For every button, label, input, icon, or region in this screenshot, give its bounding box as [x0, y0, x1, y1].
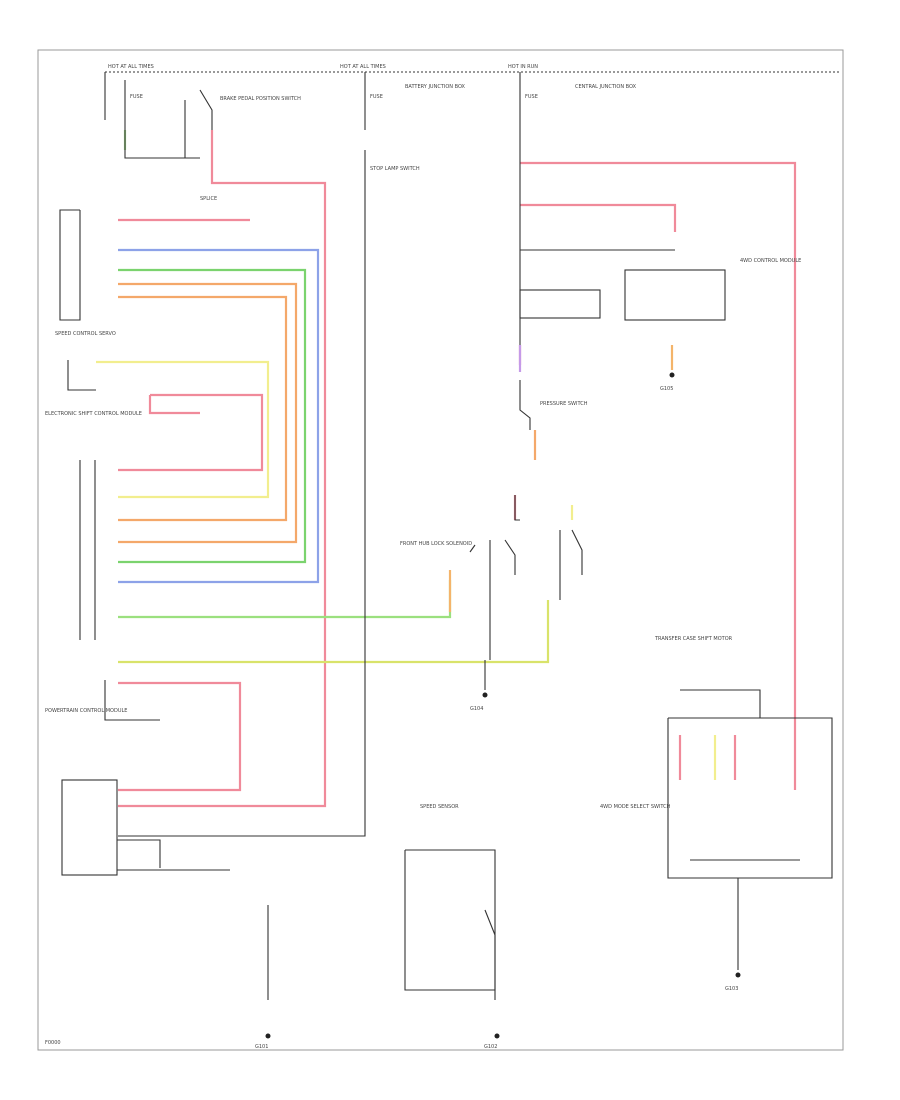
- ground-label-g101: G101: [255, 1044, 268, 1050]
- wire-blue: [118, 248, 320, 584]
- black-wire-group: [59, 71, 840, 1000]
- ground-symbol: [669, 372, 675, 378]
- wire-pink-1: [118, 130, 327, 808]
- electronic-shift-control-label: ELECTRONIC SHIFT CONTROL MODULE: [45, 411, 142, 417]
- speed-control-servo-label: SPEED CONTROL SERVO: [55, 331, 116, 337]
- pressure-switch-label: PRESSURE SWITCH: [540, 401, 588, 407]
- ground-symbol: [494, 1033, 500, 1039]
- 4wd-module-label: 4WD CONTROL MODULE: [740, 258, 801, 264]
- battery-junction-box-label: BATTERY JUNCTION BOX: [405, 84, 466, 90]
- wire-green-1: [118, 268, 307, 564]
- wire-group: [96, 130, 797, 808]
- wire-pink-3: [520, 161, 797, 790]
- pcm-label: POWERTRAIN CONTROL MODULE: [45, 708, 127, 714]
- wire-pink-6: [118, 393, 264, 472]
- wire-pink-7: [118, 681, 242, 792]
- ground-label-g104: G104: [470, 706, 483, 712]
- front-hub-lock-label: FRONT HUB LOCK SOLENOID: [400, 541, 472, 547]
- ground-symbol: [265, 1033, 271, 1039]
- ground-symbol: [482, 692, 488, 698]
- ground-label-g102: G102: [484, 1044, 497, 1050]
- wire-green-2: [118, 580, 452, 619]
- ground-label-g103: G103: [725, 986, 738, 992]
- brake-pedal-switch-label: BRAKE PEDAL POSITION SWITCH: [220, 96, 301, 102]
- wire-yellow-1: [96, 360, 270, 499]
- central-junction-box-label: CENTRAL JUNCTION BOX: [575, 84, 637, 90]
- wire-pink-5: [148, 395, 200, 415]
- ground-group: [265, 372, 741, 1039]
- wire-yellow-2: [118, 600, 550, 664]
- diagram-frame: [37, 49, 844, 1051]
- transfer-case-motor-label: TRANSFER CASE SHIFT MOTOR: [654, 636, 733, 642]
- hot-label-1: HOT AT ALL TIMES: [108, 64, 154, 70]
- ground-symbol: [735, 972, 741, 978]
- speed-sensor-label: SPEED SENSOR: [420, 804, 459, 810]
- label-group: HOT AT ALL TIMES HOT AT ALL TIMES HOT IN…: [45, 64, 801, 1050]
- splice-label: SPLICE: [200, 196, 217, 202]
- page-id: F0000: [45, 1040, 61, 1046]
- wire-orange-1: [118, 282, 298, 544]
- wire-pink-4: [520, 203, 677, 232]
- fuse-label-1: FUSE: [130, 94, 143, 100]
- hot-label-3: HOT IN RUN: [508, 64, 538, 70]
- stop-lamp-switch-label: STOP LAMP SWITCH: [370, 166, 420, 172]
- fuse-label-2: FUSE: [370, 94, 383, 100]
- hot-label-2: HOT AT ALL TIMES: [340, 64, 386, 70]
- ground-label-g105: G105: [660, 386, 673, 392]
- fuse-label-3: FUSE: [525, 94, 538, 100]
- wire-orange-2: [118, 295, 288, 522]
- mode-select-switch-label: 4WD MODE SELECT SWITCH: [600, 804, 671, 810]
